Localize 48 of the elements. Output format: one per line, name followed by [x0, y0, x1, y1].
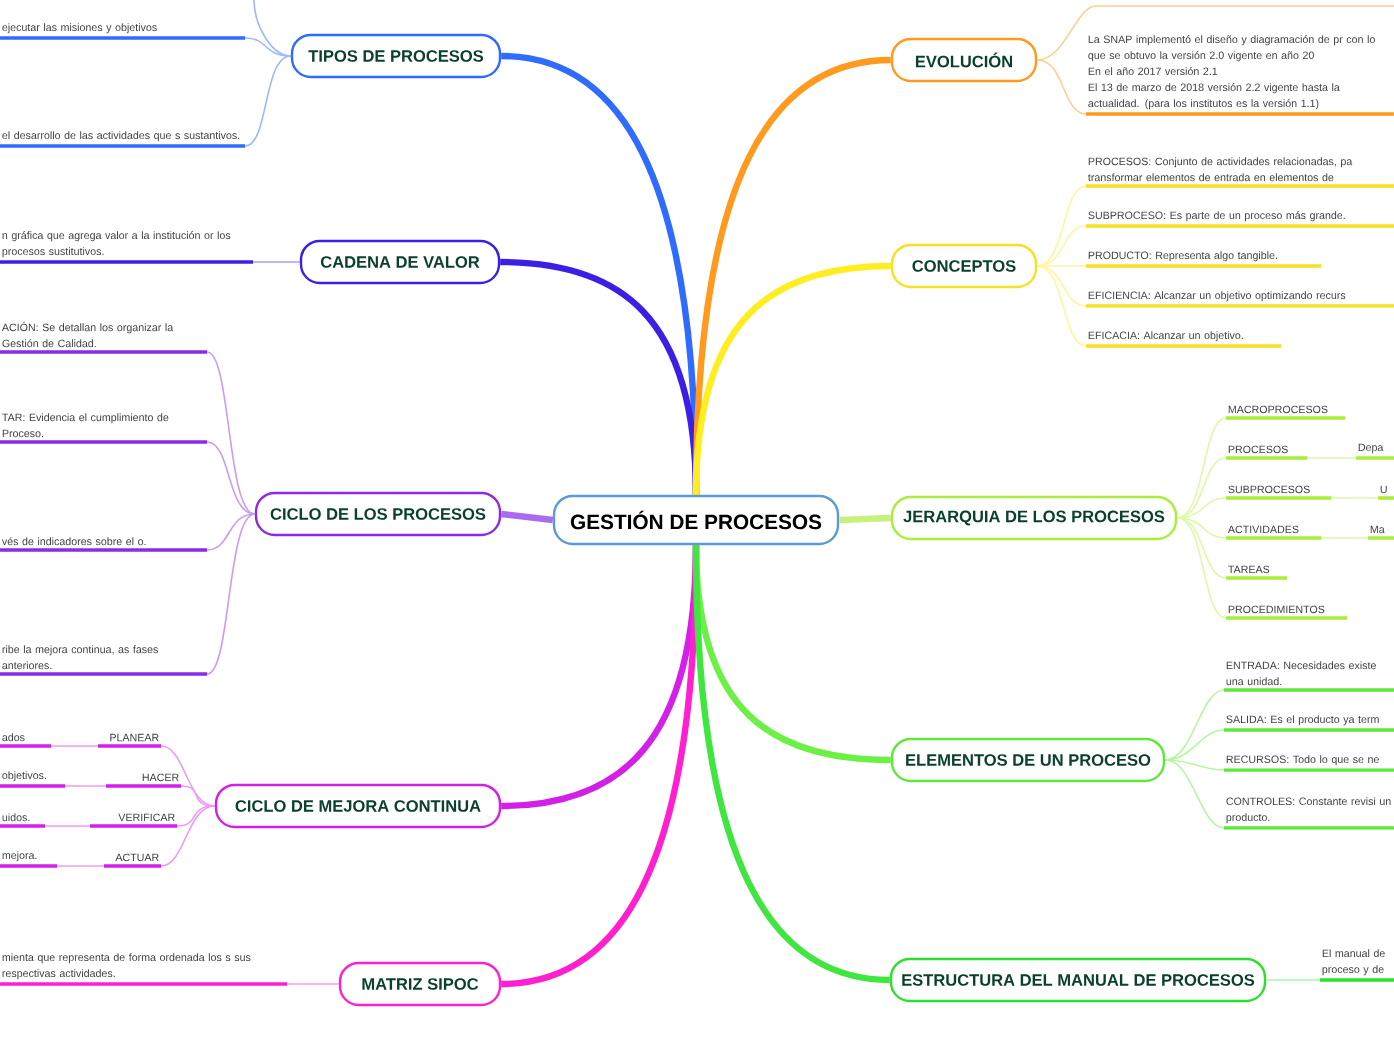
connector-line — [56, 865, 105, 867]
connector-line — [253, 0, 292, 57]
connector-line — [1306, 457, 1357, 459]
topic-box: EVOLUCIÓN — [890, 37, 1038, 83]
connector-line — [1164, 689, 1225, 761]
connector-line — [1265, 979, 1321, 981]
connector-line — [1164, 759, 1225, 829]
connector-line — [1164, 759, 1225, 771]
connector-line — [160, 745, 216, 807]
connector-line — [1320, 537, 1369, 539]
connector-line — [1036, 265, 1087, 347]
connector-line — [692, 262, 891, 495]
topic-box: CICLO DE LOS PROCESOS — [254, 491, 502, 537]
connector-line — [1176, 457, 1227, 519]
connector-line — [160, 805, 216, 867]
connector-line — [64, 785, 107, 787]
connector-line — [500, 510, 554, 524]
topic-box: ESTRUCTURA DEL MANUAL DE PROCESOS — [889, 957, 1267, 1003]
connector-line — [1176, 517, 1227, 539]
connector-line — [286, 983, 340, 985]
connector-line — [692, 545, 891, 984]
topic-box: JERARQUIA DE LOS PROCESOS — [890, 495, 1178, 541]
connector-line — [1176, 417, 1227, 519]
connector-line — [244, 37, 292, 57]
connector-line — [206, 513, 256, 551]
connector-line — [206, 351, 256, 515]
connector-line — [252, 261, 301, 263]
topic-box: TIPOS DE PROCESOS — [290, 33, 502, 79]
connector-line — [206, 441, 256, 515]
connector-line — [44, 825, 91, 827]
connector-line — [1036, 265, 1087, 267]
connector-line — [50, 745, 99, 747]
connector-line — [206, 513, 256, 675]
connector-line — [1036, 185, 1087, 267]
connector-line — [176, 805, 216, 827]
topic-box: ELEMENTOS DE UN PROCESO — [890, 737, 1166, 783]
connector-line — [839, 514, 891, 524]
topic-box: CADENA DE VALOR — [299, 239, 501, 285]
topic-box: CICLO DE MEJORA CONTINUA — [214, 783, 502, 829]
topic-box: MATRIZ SIPOC — [338, 961, 502, 1007]
central-topic-box: GESTIÓN DE PROCESOS — [552, 494, 840, 546]
connector-line — [1036, 59, 1087, 115]
connector-line — [1176, 517, 1227, 619]
connector-line — [1036, 265, 1087, 307]
connector-line — [1330, 497, 1379, 499]
connector-line — [1036, 5, 1394, 61]
topic-box: CONCEPTOS — [890, 243, 1038, 289]
connector-line — [244, 55, 292, 147]
